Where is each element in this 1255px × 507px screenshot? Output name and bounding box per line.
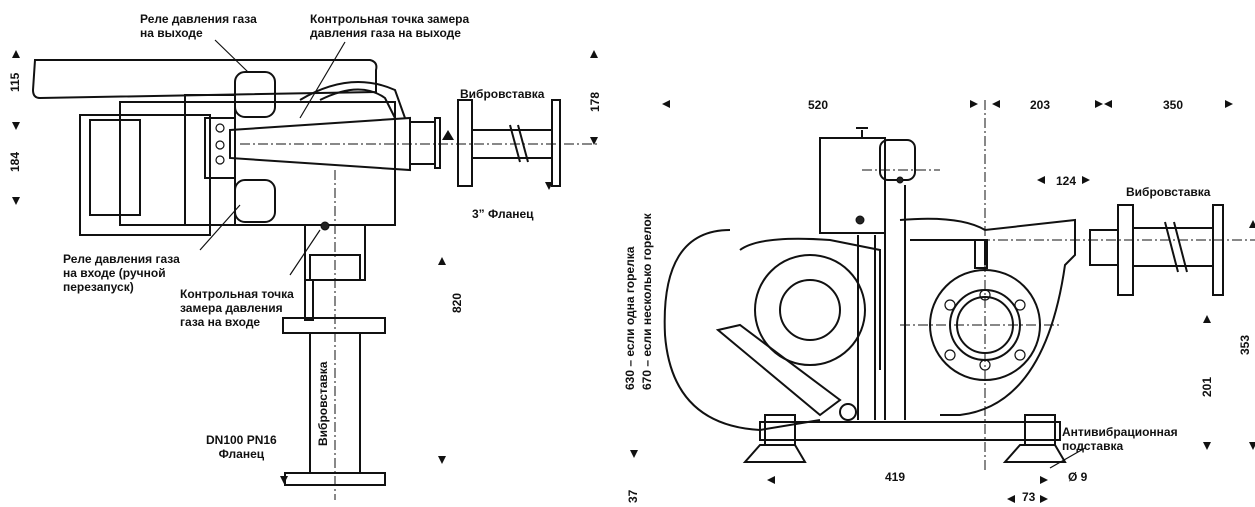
- dim-178: 178: [588, 91, 602, 112]
- right-vibration-insert-label: Вибровставка: [1126, 185, 1211, 199]
- flange-3in-label: 3” Фланец: [472, 207, 534, 221]
- vibration-insert-right-label: Вибровставка: [460, 87, 545, 101]
- dim-124: 124: [1056, 174, 1077, 188]
- dim-201: 201: [1200, 376, 1214, 397]
- inlet-test-point-line2: замера давления: [180, 301, 283, 315]
- left-view-drawing: [12, 39, 600, 500]
- dim-419: 419: [885, 470, 906, 484]
- dim-203: 203: [1030, 98, 1051, 112]
- outlet-pressure-switch-label: Реле давления газа на выходе: [140, 12, 257, 40]
- antivibration-base-label: Антивибрационная подставка: [1062, 425, 1178, 453]
- vibration-insert-vertical-label: Вибровставка: [316, 361, 330, 446]
- inlet-test-point-line1: Контрольная точка: [180, 287, 294, 301]
- dim-115: 115: [8, 72, 22, 92]
- dim-37: 37: [626, 489, 640, 503]
- dim-184: 184: [8, 151, 22, 172]
- antivibration-base-line2: подставка: [1062, 439, 1124, 453]
- dim-diameter-9: Ø 9: [1068, 470, 1088, 484]
- dim-73: 73: [1022, 490, 1036, 504]
- inlet-pressure-switch-line3: перезапуск): [63, 280, 134, 294]
- outlet-test-point-line2: давления газа на выходе: [310, 26, 461, 40]
- flange-dn100-line1: DN100 PN16: [206, 433, 277, 447]
- inlet-test-point-label: Контрольная точка замера давления газа н…: [180, 287, 294, 329]
- antivibration-base-line1: Антивибрационная: [1062, 425, 1178, 439]
- outlet-pressure-switch-line2: на выходе: [140, 26, 203, 40]
- inlet-test-point-line3: газа на входе: [180, 315, 261, 329]
- right-view-drawing: [630, 100, 1255, 503]
- dim-820: 820: [450, 292, 464, 313]
- height-note-one: 630 – если одна горелка: [623, 246, 637, 390]
- inlet-pressure-switch-line1: Реле давления газа: [63, 252, 180, 266]
- dim-350: 350: [1163, 98, 1184, 112]
- inlet-pressure-switch-line2: на входе (ручной: [63, 266, 166, 280]
- outlet-pressure-switch-line1: Реле давления газа: [140, 12, 257, 26]
- inlet-pressure-switch-label: Реле давления газа на входе (ручной пере…: [63, 252, 180, 294]
- dim-353: 353: [1238, 334, 1252, 355]
- flange-dn100-line2: Фланец: [218, 447, 265, 461]
- outlet-test-point-label: Контрольная точка замера давления газа н…: [310, 12, 469, 40]
- outlet-test-point-line1: Контрольная точка замера: [310, 12, 470, 26]
- height-note-many: 670 – если несколько горелок: [640, 213, 654, 390]
- dim-520: 520: [808, 98, 829, 112]
- flange-dn100-label: DN100 PN16 Фланец: [206, 433, 277, 461]
